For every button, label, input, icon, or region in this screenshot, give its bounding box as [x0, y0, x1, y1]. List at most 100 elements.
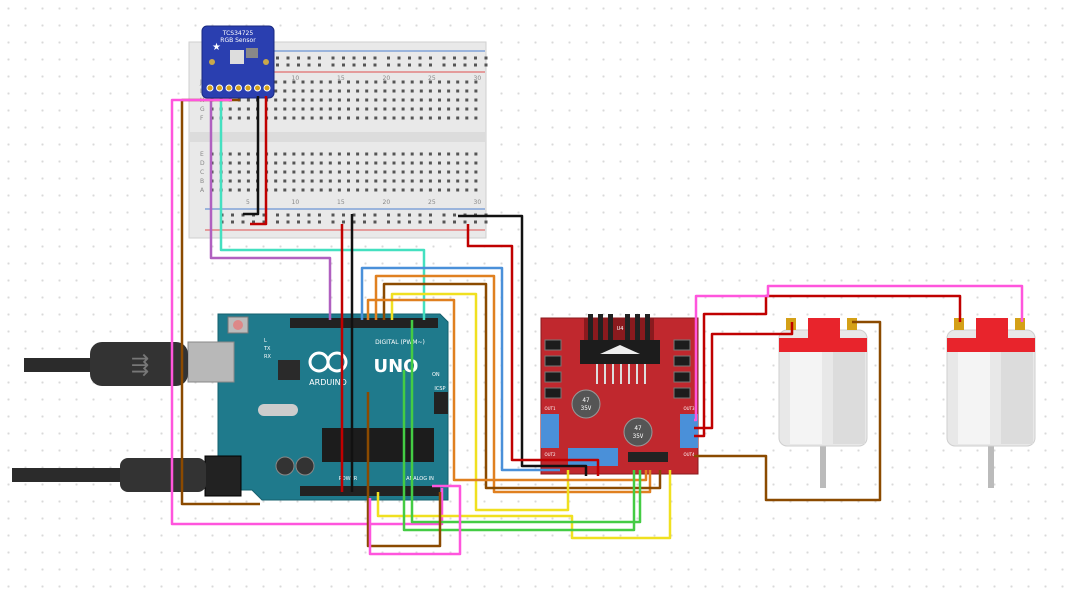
- breadboard-hole: [474, 116, 478, 120]
- wire-a-yellow: [376, 470, 672, 540]
- breadboard-hole: [337, 179, 341, 183]
- rail-hole: [318, 220, 321, 224]
- breadboard-hole: [246, 161, 250, 165]
- rail-hole: [363, 213, 366, 217]
- breadboard-hole: [337, 188, 341, 192]
- wire-d-blue: [360, 266, 560, 472]
- breadboard-hole: [301, 170, 305, 174]
- breadboard-hole: [347, 188, 350, 192]
- breadboard-hole: [328, 107, 332, 111]
- breadboard-hole: [401, 152, 405, 156]
- breadboard-hole: [274, 107, 278, 111]
- breadboard-hole: [328, 179, 332, 183]
- breadboard-col-number: 15: [337, 75, 345, 82]
- breadboard-hole: [383, 116, 387, 120]
- breadboard-hole: [356, 170, 360, 174]
- rail-hole: [363, 220, 366, 224]
- breadboard-hole: [319, 116, 323, 120]
- sensor-pin: [206, 84, 214, 92]
- breadboard-hole: [246, 107, 250, 111]
- breadboard-hole: [447, 161, 451, 165]
- rail-hole: [418, 56, 422, 60]
- breadboard-hole: [337, 80, 341, 84]
- breadboard-hole: [228, 152, 232, 156]
- wire-sensor-purple: [209, 100, 332, 320]
- breadboard-hole: [465, 116, 469, 120]
- sensor-pin: [225, 84, 233, 92]
- breadboard-hole: [383, 98, 387, 102]
- rail-hole: [286, 63, 290, 67]
- breadboard-hole: [474, 107, 478, 111]
- breadboard-hole: [310, 152, 314, 156]
- on-label: ON: [432, 372, 440, 378]
- breadboard-hole: [292, 98, 296, 102]
- rail-hole: [262, 213, 266, 217]
- breadboard-hole: [419, 179, 423, 183]
- breadboard-hole: [410, 80, 414, 84]
- digital-label: DIGITAL (PWM~): [375, 339, 425, 346]
- breadboard-hole: [392, 116, 396, 120]
- breadboard-hole: [310, 116, 314, 120]
- breadboard-hole: [228, 107, 232, 111]
- cap1-label: 47: [582, 397, 590, 404]
- breadboard-hole: [310, 170, 314, 174]
- breadboard-hole: [356, 152, 360, 156]
- breadboard-hole: [401, 188, 405, 192]
- breadboard-hole: [301, 89, 305, 93]
- breadboard-hole: [438, 161, 441, 165]
- rail-hole: [408, 56, 411, 60]
- breadboard-hole: [428, 80, 432, 84]
- rail-hole: [373, 56, 377, 60]
- rail-hole: [276, 220, 279, 224]
- star-icon: ★: [212, 42, 221, 53]
- breadboard-hole: [283, 152, 287, 156]
- rail-hole: [331, 213, 335, 217]
- wire-rail-black-2: [458, 214, 588, 476]
- breadboard-hole: [328, 98, 332, 102]
- breadboard-hole: [447, 152, 451, 156]
- breadboard-hole: [347, 89, 350, 93]
- breadboard-hole: [374, 107, 378, 111]
- rail-hole: [363, 63, 366, 67]
- breadboard-hole: [356, 89, 360, 93]
- breadboard-hole: [428, 98, 432, 102]
- wire-m2-red: [694, 294, 962, 438]
- breadboard-hole: [474, 152, 478, 156]
- breadboard-hole: [419, 80, 423, 84]
- breadboard-col-number: 20: [383, 199, 391, 206]
- breadboard-hole: [383, 107, 387, 111]
- breadboard-hole: [319, 170, 323, 174]
- breadboard-hole: [283, 107, 287, 111]
- breadboard-hole: [474, 80, 478, 84]
- rail-hole: [352, 220, 356, 224]
- breadboard-hole: [319, 98, 323, 102]
- breadboard-hole: [274, 98, 278, 102]
- breadboard-hole: [274, 116, 278, 120]
- breadboard-hole: [438, 188, 441, 192]
- breadboard-hole: [438, 80, 441, 84]
- rail-hole: [429, 213, 432, 217]
- breadboard-hole: [401, 179, 405, 183]
- breadboard-hole: [374, 80, 378, 84]
- breadboard-hole: [283, 98, 287, 102]
- breadboard-hole: [383, 152, 387, 156]
- rail-hole: [318, 213, 321, 217]
- motor-driver-l298n: 47 35V 47 35V U4 OUT1 OUT2 OUT3 OUT4: [540, 314, 699, 475]
- breadboard-hole: [392, 179, 396, 183]
- breadboard-hole: [365, 152, 369, 156]
- out1-label: OUT1: [544, 406, 556, 411]
- breadboard-hole: [456, 107, 460, 111]
- breadboard-hole: [465, 98, 469, 102]
- breadboard-hole: [456, 170, 460, 174]
- breadboard-hole: [383, 179, 387, 183]
- breadboard-hole: [283, 170, 287, 174]
- breadboard-hole: [274, 188, 278, 192]
- sensor-title: TCS34725: [222, 30, 254, 37]
- rail-hole: [442, 63, 446, 67]
- breadboard-hole: [438, 152, 441, 156]
- breadboard-hole: [328, 152, 332, 156]
- breadboard-hole: [438, 116, 441, 120]
- breadboard-hole: [438, 170, 441, 174]
- breadboard-hole: [392, 107, 396, 111]
